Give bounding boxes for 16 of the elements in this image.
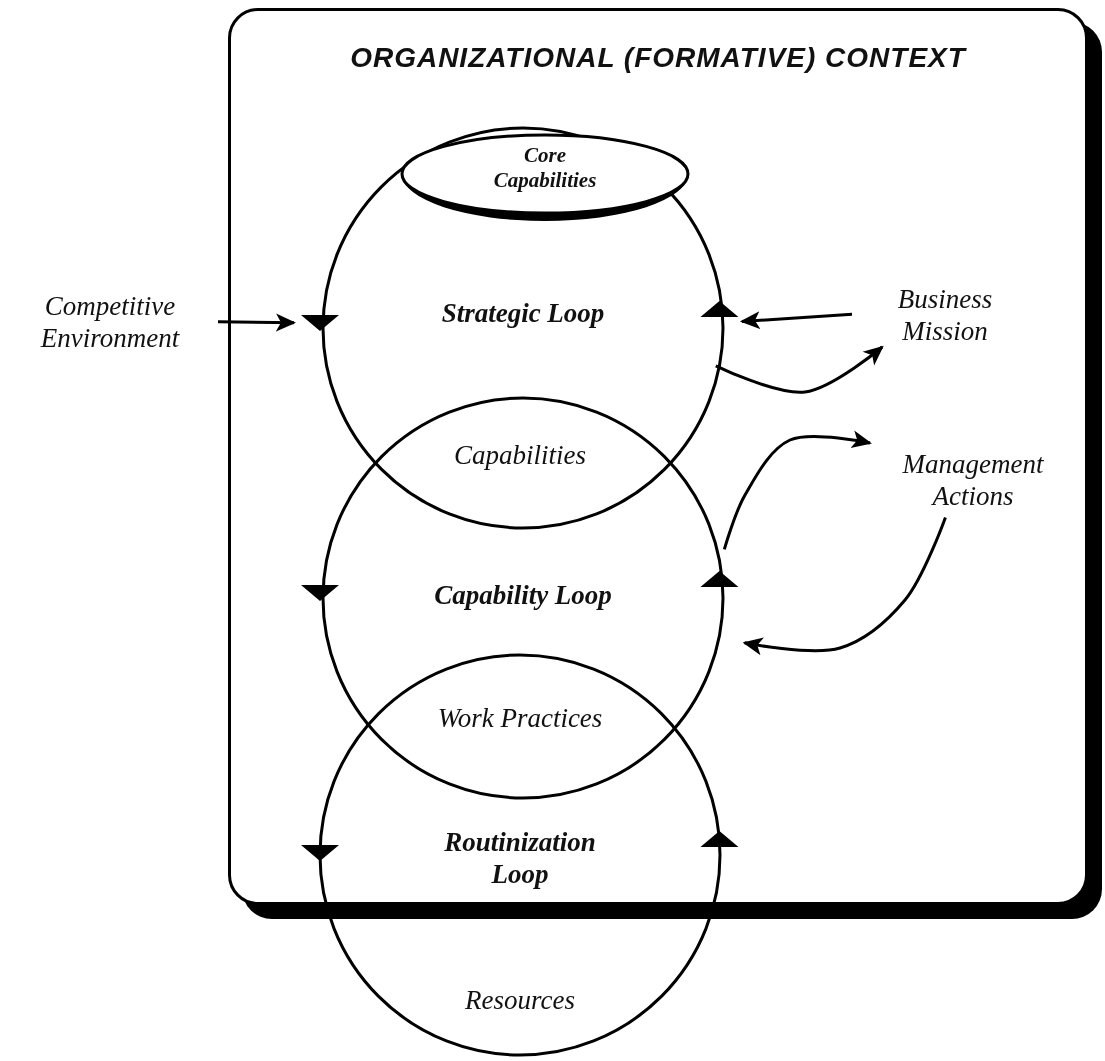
input-label: Competitive Environment — [39, 289, 181, 355]
loop-label: Capability Loop — [433, 578, 613, 612]
ellipse-label: Core Capabilities — [492, 142, 598, 194]
arrow — [715, 345, 884, 394]
input-label: Management Actions — [901, 447, 1045, 513]
arrow — [739, 311, 853, 330]
region-label: Capabilities — [453, 438, 587, 472]
loop-label: Strategic Loop — [440, 296, 606, 330]
loop-label: Routinization Loop — [443, 825, 597, 891]
region-label: Work Practices — [436, 701, 604, 735]
arrow — [218, 313, 296, 332]
arrow — [722, 430, 872, 550]
frame-title: ORGANIZATIONAL (FORMATIVE) CONTEXT — [349, 41, 968, 75]
arrow — [742, 516, 947, 656]
region-label: Resources — [464, 983, 576, 1017]
input-label: Business Mission — [896, 282, 994, 348]
